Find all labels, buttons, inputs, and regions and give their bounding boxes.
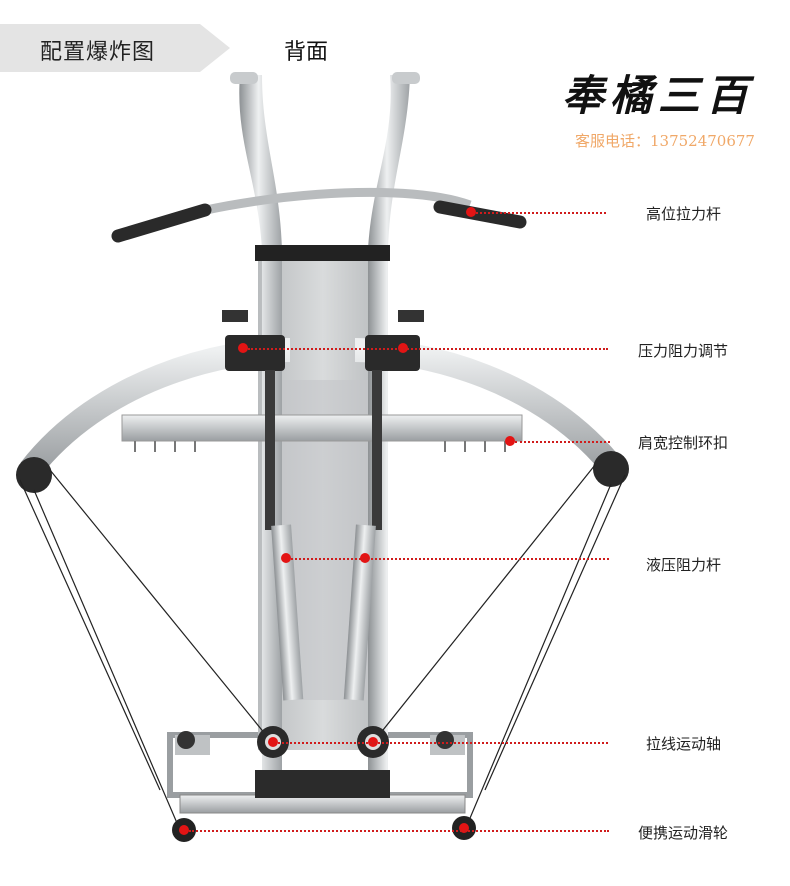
marker-axle-left (268, 737, 278, 747)
leader-shoulder (515, 441, 610, 443)
page-title: 配置爆炸图 (40, 40, 156, 65)
machine-illustration (16, 72, 629, 842)
callout-shoulder: 肩宽控制环扣 (638, 434, 729, 452)
leader-wheel (189, 830, 609, 832)
banner-arrow-shape (0, 24, 230, 72)
marker-pressure-left (238, 343, 248, 353)
callout-wheel: 便携运动滑轮 (638, 824, 729, 842)
marker-wheel-right (459, 823, 469, 833)
callout-axle: 拉线运动轴 (646, 735, 722, 753)
callout-high-bar: 高位拉力杆 (646, 205, 722, 223)
callout-pressure: 压力阻力调节 (638, 342, 729, 360)
header-banner: 配置爆炸图 (0, 24, 230, 72)
view-label: 背面 (284, 40, 329, 65)
marker-shoulder (505, 436, 515, 446)
marker-wheel-left (179, 825, 189, 835)
marker-high-bar (466, 207, 476, 217)
leader-high-bar (476, 212, 606, 214)
leader-hydraulic (291, 558, 609, 560)
marker-hydraulic-left (281, 553, 291, 563)
leader-pressure (248, 348, 608, 350)
callout-hydraulic: 液压阻力杆 (646, 556, 722, 574)
leader-axle (278, 742, 608, 744)
contact-phone: 客服电话：13752470677 (575, 132, 755, 150)
brand-logo: 奉橘三百 (562, 71, 755, 120)
